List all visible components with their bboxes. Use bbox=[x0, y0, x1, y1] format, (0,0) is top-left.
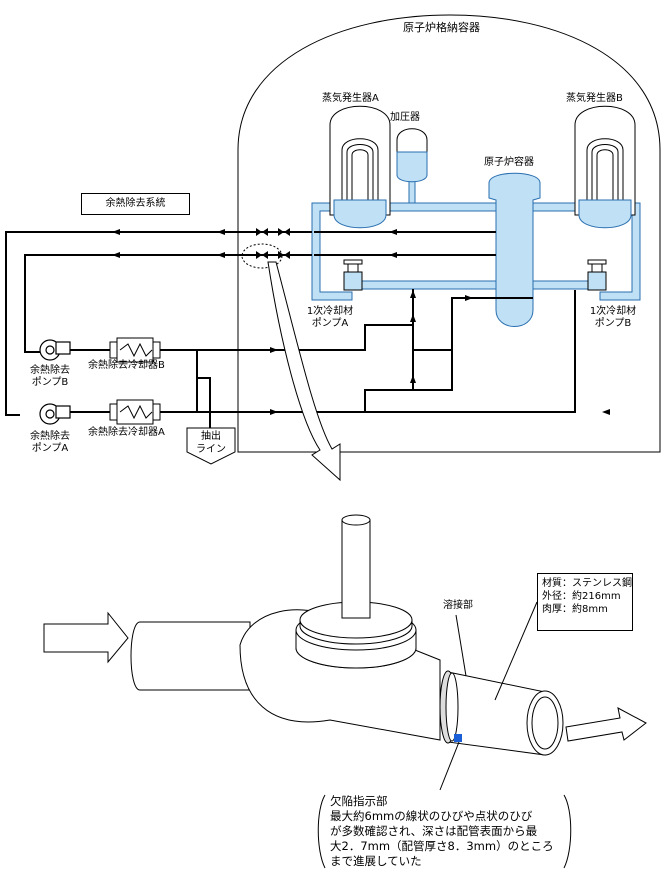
sg-b-label: 蒸気発生器B bbox=[566, 93, 623, 104]
pressurizer-vessel bbox=[396, 128, 428, 183]
rhr-cooler-b-label: 余熱除去冷却器B bbox=[88, 360, 165, 371]
rhr-pump-b-label: 余熱除去 ポンプB bbox=[20, 365, 80, 389]
steam-generator-b bbox=[574, 105, 636, 229]
letdown-line-label-line2: ライン bbox=[196, 444, 226, 455]
rhr-pump-a-label: 余熱除去 ポンプA bbox=[20, 431, 80, 455]
highlight-ellipse bbox=[241, 243, 283, 269]
pipe-assembly bbox=[130, 514, 564, 756]
defect-title: 欠陥指示部 bbox=[330, 794, 388, 808]
rcp-a-label-line2: ポンプA bbox=[311, 318, 349, 329]
defect-line-1: 最大約6mmの線状のひびや点状のひび bbox=[330, 809, 533, 823]
rhr-pump-b-label-line1: 余熱除去 bbox=[30, 365, 70, 376]
flow-in-arrow bbox=[43, 611, 129, 664]
callout-arrow bbox=[267, 261, 341, 482]
rhr-system-label: 余熱除去系統 bbox=[81, 193, 190, 215]
sg-a-label: 蒸気発生器A bbox=[322, 93, 379, 104]
rhr-cooler-a-label: 余熱除去冷却器A bbox=[88, 427, 165, 438]
rhr-piping bbox=[5, 231, 576, 430]
pressurizer-label: 加圧器 bbox=[390, 112, 420, 123]
reactor-vessel-label: 原子炉容器 bbox=[484, 157, 534, 168]
rhr-cooler-b-shape bbox=[109, 337, 161, 363]
rhr-pump-b-shape bbox=[39, 339, 71, 361]
rhr-pump-a-shape bbox=[39, 403, 71, 425]
defect-leader bbox=[439, 741, 460, 791]
defect-line-3: 大2．7mm（配管厚さ8．3mm）のところ bbox=[330, 839, 554, 853]
weld-label: 溶接部 bbox=[443, 600, 473, 611]
containment-outline bbox=[237, 14, 661, 453]
flow-out-arrow bbox=[565, 707, 647, 742]
defect-bracket-right bbox=[563, 794, 572, 869]
rhr-cooler-a-shape bbox=[109, 399, 161, 425]
spec-box: 材質：ステンレス鋼 外径：約216mm 肉厚：約8mm bbox=[537, 573, 633, 631]
reactor-vessel-shape bbox=[488, 172, 541, 327]
letdown-line-label-line1: 抽出 bbox=[201, 431, 221, 442]
spec-wall-thickness: 肉厚：約8mm bbox=[542, 604, 608, 615]
spec-outer-diameter: 外径：約216mm bbox=[542, 591, 621, 602]
flow-arrows bbox=[112, 229, 610, 415]
rcp-a-label-line1: 1次冷却材 bbox=[306, 306, 354, 317]
rhr-valves bbox=[256, 228, 290, 259]
defect-box: 欠陥指示部 最大約6mmの線状のひびや点状のひび が多数確認され、深さは配管表面… bbox=[318, 788, 572, 872]
containment-label: 原子炉格納容器 bbox=[403, 21, 480, 34]
rcp-b-label: 1次冷却材 ポンプB bbox=[583, 306, 643, 330]
rhr-pump-a-label-line1: 余熱除去 bbox=[30, 431, 70, 442]
defect-line-2: が多数確認され、深さは配管表面から最 bbox=[330, 824, 538, 838]
rcp-a-shape bbox=[343, 259, 363, 291]
defect-line-4: まで進展していた bbox=[330, 854, 422, 868]
defect-bracket-left bbox=[317, 794, 326, 869]
rcp-b-shape bbox=[587, 259, 607, 291]
rhr-pump-a-label-line2: ポンプA bbox=[31, 443, 69, 454]
spec-material: 材質：ステンレス鋼 bbox=[542, 578, 632, 589]
weld-leader bbox=[455, 614, 467, 677]
rhr-pump-b-label-line2: ポンプB bbox=[31, 377, 69, 388]
rcp-a-label: 1次冷却材 ポンプA bbox=[300, 306, 360, 330]
defect-marker bbox=[454, 734, 462, 742]
letdown-line-label: 抽出 ライン bbox=[188, 430, 234, 456]
rcp-b-label-line1: 1次冷却材 bbox=[589, 306, 637, 317]
rcp-b-label-line2: ポンプB bbox=[594, 318, 632, 329]
spec-leader bbox=[494, 601, 538, 701]
letdown-line-shape bbox=[186, 427, 236, 465]
steam-generator-a bbox=[329, 105, 391, 229]
